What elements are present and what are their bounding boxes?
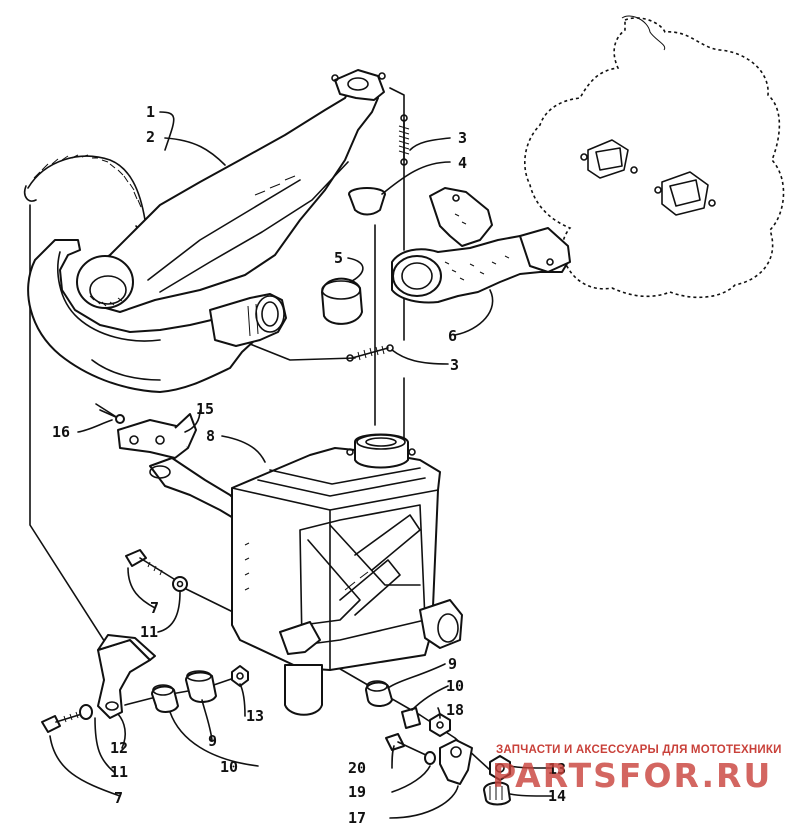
nut-right bbox=[489, 755, 511, 781]
bracket bbox=[117, 413, 197, 459]
bolt-lower bbox=[41, 711, 83, 733]
callout-7-lower: 7 bbox=[114, 789, 123, 807]
engine-outline bbox=[524, 15, 785, 299]
callout-20: 20 bbox=[348, 759, 366, 777]
washer-right bbox=[424, 751, 436, 765]
callout-13-left: 13 bbox=[246, 707, 264, 725]
callout-19: 19 bbox=[348, 783, 366, 801]
spacer-short bbox=[151, 684, 179, 713]
callout-1: 1 bbox=[146, 103, 155, 121]
watermark-tagline: ЗАПЧАСТИ И АКСЕССУАРЫ ДЛЯ МОТОТЕХНИКИ bbox=[496, 744, 782, 756]
bolt-right bbox=[385, 733, 429, 757]
callout-13-right: 13 bbox=[548, 760, 566, 778]
nut-left bbox=[231, 665, 249, 687]
callout-12: 12 bbox=[110, 739, 128, 757]
callout-9-right: 9 bbox=[448, 655, 457, 673]
expansion-chamber bbox=[27, 69, 386, 393]
callout-numbers: 1 2 3 4 5 6 3 16 15 8 7 11 9 10 18 13 12… bbox=[52, 103, 566, 827]
callout-10-right: 10 bbox=[446, 677, 464, 695]
pipe-spring bbox=[23, 154, 147, 230]
washer-upper bbox=[172, 576, 188, 592]
callout-7-upper: 7 bbox=[150, 599, 159, 617]
watermark-brand-logo: PARTSFOR.RU bbox=[492, 756, 773, 795]
bushing-left bbox=[185, 670, 217, 703]
callout-8: 8 bbox=[206, 427, 215, 445]
bushing-right bbox=[365, 680, 393, 707]
mount-bracket bbox=[97, 634, 156, 719]
callout-6: 6 bbox=[448, 327, 457, 345]
washer-lower bbox=[79, 704, 93, 720]
bolt-upper bbox=[125, 549, 183, 585]
callout-18: 18 bbox=[446, 701, 464, 719]
callout-3-upper: 3 bbox=[458, 129, 467, 147]
spring-top bbox=[398, 114, 410, 166]
spacer-right bbox=[401, 707, 421, 729]
callout-15: 15 bbox=[196, 400, 214, 418]
callout-17: 17 bbox=[348, 809, 366, 827]
pin bbox=[95, 403, 125, 424]
exhaust-manifold bbox=[391, 187, 571, 304]
grommet-right bbox=[483, 781, 511, 806]
engine-exhaust-port-lower bbox=[654, 171, 716, 216]
grommet bbox=[348, 187, 386, 216]
spring-lower bbox=[346, 344, 394, 362]
callout-3-lower: 3 bbox=[450, 356, 459, 374]
callout-5: 5 bbox=[334, 249, 343, 267]
callout-10-left: 10 bbox=[220, 758, 238, 776]
callout-11-lower: 11 bbox=[110, 763, 128, 781]
callout-16: 16 bbox=[52, 423, 70, 441]
callout-leaders bbox=[49, 111, 553, 819]
callout-4: 4 bbox=[458, 154, 467, 172]
ring-seal bbox=[321, 277, 363, 325]
engine-exhaust-port-upper bbox=[580, 139, 638, 179]
callout-2: 2 bbox=[146, 128, 155, 146]
mounting-plate bbox=[439, 739, 473, 785]
callout-11-upper: 11 bbox=[140, 623, 158, 641]
muffler bbox=[149, 433, 463, 716]
callout-9-left: 9 bbox=[208, 732, 217, 750]
callout-14: 14 bbox=[548, 787, 566, 805]
